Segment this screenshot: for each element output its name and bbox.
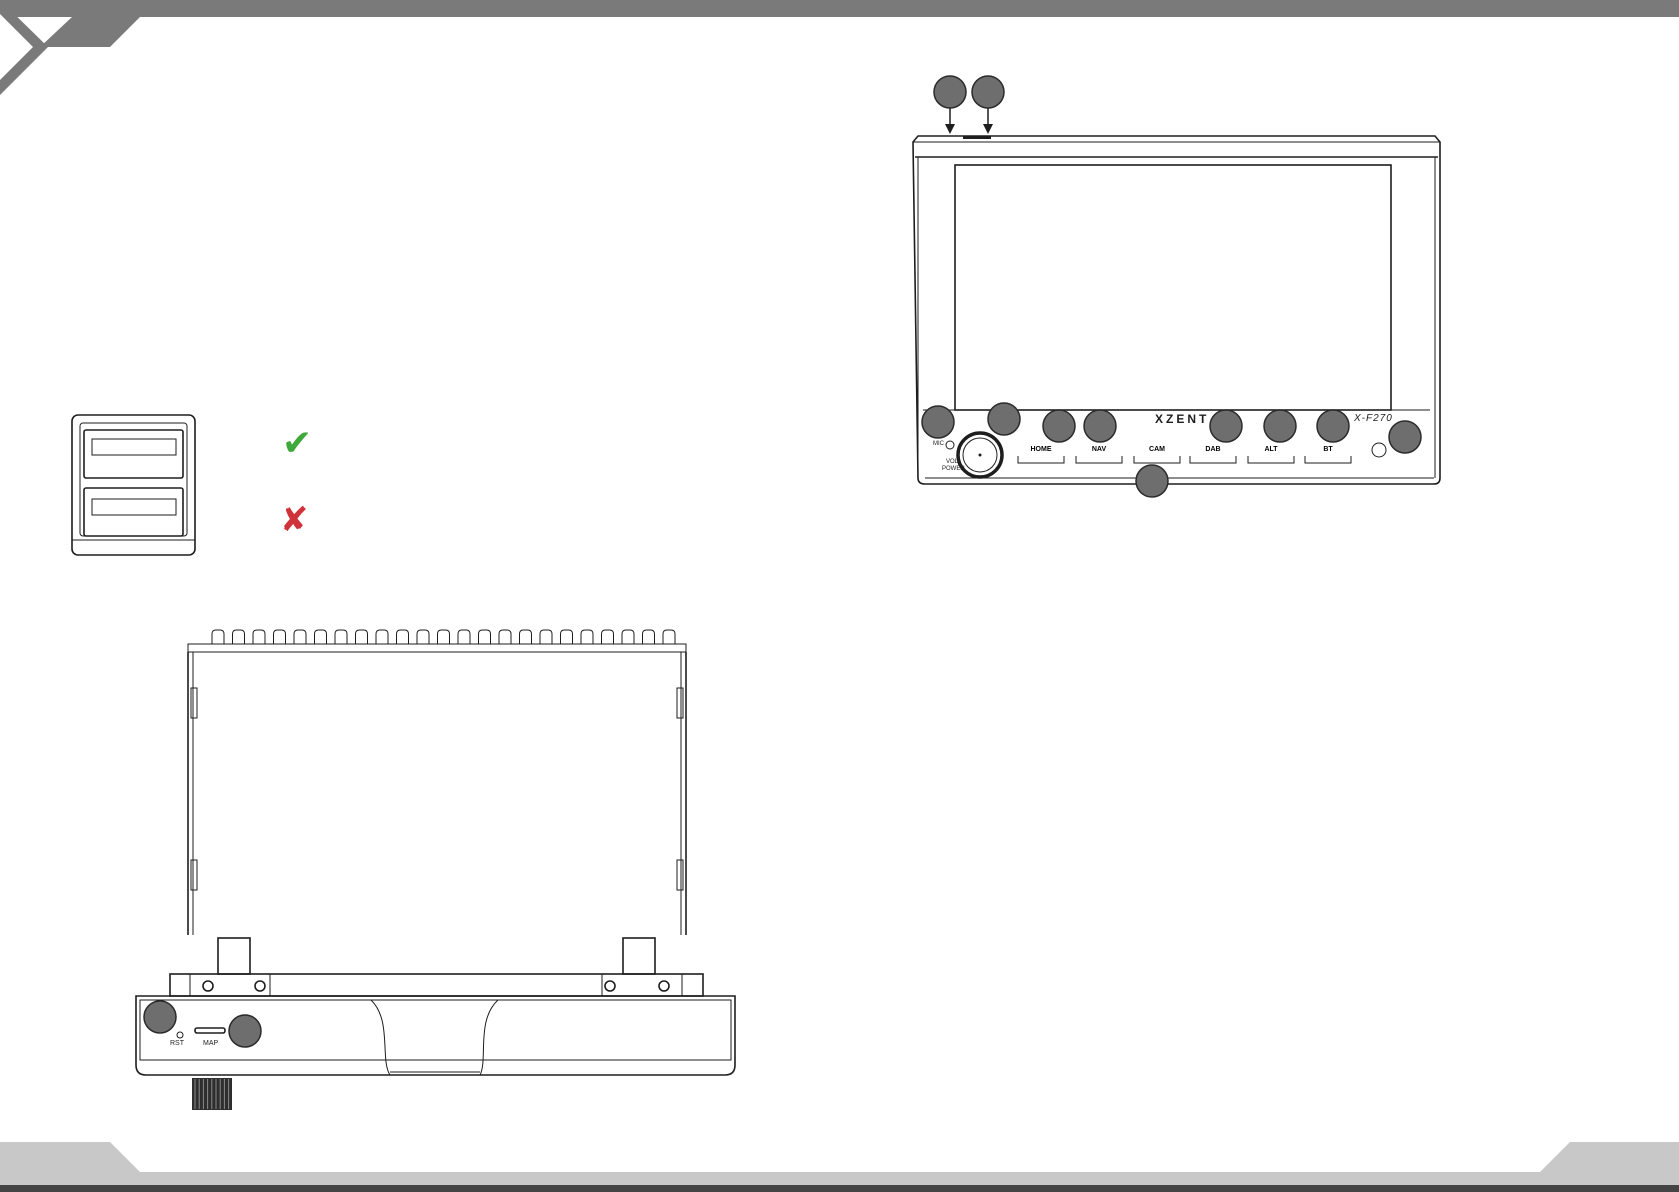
callout-marker [1389, 421, 1421, 453]
callout-marker [1136, 465, 1168, 497]
callout-marker [1210, 410, 1242, 442]
callout-marker [1264, 410, 1296, 442]
callout-marker [934, 76, 966, 108]
callout-marker [988, 403, 1020, 435]
callout-marker [1043, 410, 1075, 442]
callout-marker [922, 406, 954, 438]
callout-marker [1084, 410, 1116, 442]
callout-arrowhead [945, 124, 955, 134]
callout-marker [1317, 410, 1349, 442]
callout-marker [972, 76, 1004, 108]
callout-arrowhead [983, 124, 993, 134]
